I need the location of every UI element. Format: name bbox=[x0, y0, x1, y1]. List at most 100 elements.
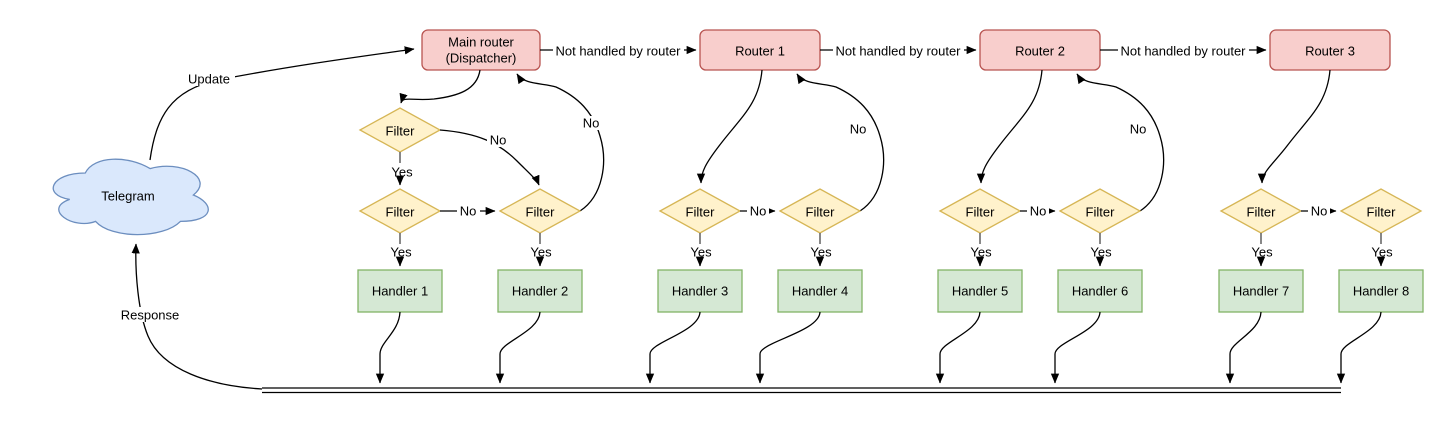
filter-node-2: Filter bbox=[498, 188, 582, 234]
router-2-label: Router 2 bbox=[1015, 44, 1065, 59]
not-handled-label-1: Not handled by router bbox=[555, 44, 681, 59]
handler-3-label: Handler 3 bbox=[672, 284, 728, 299]
main-router-label-line1: Main router bbox=[448, 35, 514, 50]
handler-8-to-bus-edge bbox=[1336, 311, 1382, 384]
filter-node-8: Filter bbox=[1339, 188, 1423, 234]
router-1-to-filter-edge bbox=[696, 69, 763, 184]
filter-label: Filter bbox=[1247, 205, 1277, 220]
handler-node-2: Handler 2 bbox=[497, 269, 583, 313]
no-label-bg bbox=[580, 116, 603, 130]
handler-4-label: Handler 4 bbox=[792, 284, 848, 299]
filter-label: Filter bbox=[686, 205, 716, 220]
not-handled-edge-3: Not handled by router bbox=[1100, 43, 1267, 59]
yes-label: Yes bbox=[1251, 245, 1273, 260]
handler-node-7: Handler 7 bbox=[1218, 269, 1304, 313]
router-3-to-filter-edge bbox=[1257, 69, 1331, 184]
telegram-cloud-node: Telegram bbox=[52, 158, 209, 236]
no-label-bg bbox=[1308, 204, 1330, 218]
filter-label: Filter bbox=[386, 205, 416, 220]
filter-no-return-edge-router-2: No bbox=[1076, 73, 1165, 212]
no-label-pair-1: No bbox=[750, 204, 767, 219]
cloud-shape-icon bbox=[52, 158, 209, 236]
filter-yes-edge-5: Yes bbox=[970, 233, 992, 267]
yes-label: Yes bbox=[1090, 245, 1112, 260]
filter-node-1: Filter bbox=[358, 188, 442, 234]
filter-node-7: Filter bbox=[1219, 188, 1303, 234]
filter-yes-edge-2: Yes bbox=[530, 233, 552, 267]
handler-node-5: Handler 5 bbox=[937, 269, 1023, 313]
handler-7-to-bus-edge bbox=[1225, 311, 1262, 384]
filter-label: Filter bbox=[1086, 205, 1116, 220]
filter-node-3: Filter bbox=[658, 188, 742, 234]
filter-pair-no-edge-main: No bbox=[440, 204, 496, 219]
handler-7-label: Handler 7 bbox=[1233, 284, 1289, 299]
response-edge: Response bbox=[118, 243, 263, 390]
no-label-bg bbox=[847, 122, 870, 136]
not-handled-label-bg bbox=[553, 43, 684, 58]
handler-8-label: Handler 8 bbox=[1353, 284, 1409, 299]
telegram-label: Telegram bbox=[101, 189, 154, 204]
yes-label: Yes bbox=[970, 245, 992, 260]
handler-3-to-bus-edge bbox=[645, 311, 701, 384]
router-1-node: Router 1 bbox=[699, 29, 821, 71]
filter-pair-no-edge-router-3: No bbox=[1301, 204, 1337, 219]
router-2-to-filter-edge bbox=[976, 69, 1043, 184]
no-label-pair-main: No bbox=[460, 204, 477, 219]
handler-2-to-bus-edge bbox=[495, 311, 541, 384]
not-handled-label-3: Not handled by router bbox=[1120, 44, 1246, 59]
router-3-label: Router 3 bbox=[1305, 44, 1355, 59]
no-label-return-router-2: No bbox=[1130, 122, 1147, 137]
yes-label: Yes bbox=[690, 245, 712, 260]
filter-yes-edge-main-top: Yes bbox=[391, 152, 413, 186]
yes-label: Yes bbox=[391, 165, 413, 180]
handler-node-6: Handler 6 bbox=[1057, 269, 1143, 313]
not-handled-edge-2: Not handled by router bbox=[820, 43, 977, 59]
router-1-label: Router 1 bbox=[735, 44, 785, 59]
response-label-bg bbox=[118, 307, 182, 322]
no-label-bg bbox=[1127, 122, 1150, 136]
filter-node-6: Filter bbox=[1058, 188, 1142, 234]
response-bus-line bbox=[262, 387, 1341, 394]
filter-node-4: Filter bbox=[778, 188, 862, 234]
router-2-node: Router 2 bbox=[979, 29, 1101, 71]
filter-label: Filter bbox=[526, 205, 556, 220]
not-handled-label-2: Not handled by router bbox=[835, 44, 961, 59]
no-label-bg bbox=[1027, 204, 1049, 218]
main-router-label-line2: (Dispatcher) bbox=[446, 51, 517, 66]
handler-6-label: Handler 6 bbox=[1072, 284, 1128, 299]
filter-node-main-top: Filter bbox=[358, 107, 442, 153]
no-label-bg bbox=[747, 204, 769, 218]
no-label-return-main: No bbox=[583, 116, 600, 131]
filter-pair-no-edge-router-2: No bbox=[1020, 204, 1056, 219]
filter-no-return-edge-main: No bbox=[516, 73, 605, 212]
no-label-return-router-1: No bbox=[850, 122, 867, 137]
handler-1-label: Handler 1 bbox=[372, 284, 428, 299]
yes-label: Yes bbox=[1371, 245, 1393, 260]
yes-label: Yes bbox=[390, 245, 412, 260]
filter-label: Filter bbox=[1367, 205, 1397, 220]
no-label-bg bbox=[487, 133, 510, 147]
no-label-bg bbox=[457, 204, 480, 218]
filter-no-return-edge-router-1: No bbox=[796, 73, 885, 212]
no-label-pair-3: No bbox=[1311, 204, 1328, 219]
filter-yes-edge-1: Yes bbox=[390, 233, 412, 267]
filter-yes-edge-4: Yes bbox=[810, 233, 832, 267]
update-edge: Update bbox=[149, 46, 415, 161]
handler-node-1: Handler 1 bbox=[357, 269, 443, 313]
filter-no-edge-main-top: No bbox=[439, 129, 540, 186]
update-label: Update bbox=[188, 72, 230, 87]
not-handled-edge-1: Not handled by router bbox=[540, 43, 697, 59]
response-label: Response bbox=[121, 308, 180, 323]
filter-node-5: Filter bbox=[938, 188, 1022, 234]
router-3-node: Router 3 bbox=[1269, 29, 1391, 71]
filter-yes-edge-6: Yes bbox=[1090, 233, 1112, 267]
handler-node-8: Handler 8 bbox=[1338, 269, 1424, 313]
filter-yes-edge-7: Yes bbox=[1251, 233, 1273, 267]
filter-yes-edge-3: Yes bbox=[690, 233, 712, 267]
no-label-main-top: No bbox=[490, 133, 507, 148]
handler-1-to-bus-edge bbox=[375, 311, 401, 384]
main-router-to-filter-edge bbox=[399, 69, 481, 104]
handler-5-to-bus-edge bbox=[935, 311, 981, 384]
handler-5-label: Handler 5 bbox=[952, 284, 1008, 299]
